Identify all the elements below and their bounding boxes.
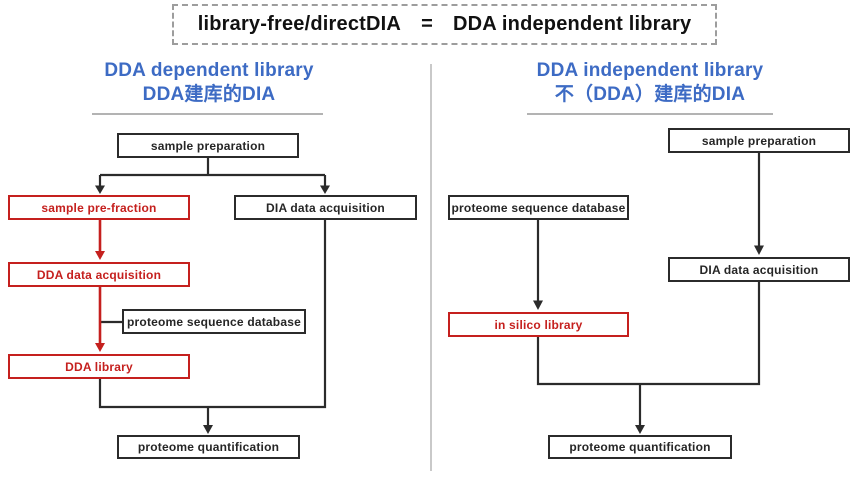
banner-right-term: DDA independent library (452, 13, 692, 35)
red-arrowheads (95, 251, 105, 352)
left-heading-zh: DDA建库的DIA (142, 84, 276, 105)
black-arrowheads (95, 185, 764, 434)
right-chart-black-lines (536, 152, 761, 426)
node-dia-data-acquisition-right: DIA data acquisition (668, 257, 850, 282)
right-heading-en: DDA independent library (536, 60, 764, 81)
node-proteome-sequence-database-right: proteome sequence database (448, 195, 629, 220)
left-heading-underline (92, 113, 323, 115)
node-sample-pre-fraction: sample pre-fraction (8, 195, 190, 220)
banner-equals-sign: = (421, 13, 433, 35)
equivalence-banner: library-free/directDIA = DDA independent… (172, 4, 717, 45)
banner-left-term: library-free/directDIA (197, 13, 402, 35)
node-proteome-quantification-left: proteome quantification (117, 435, 300, 459)
left-heading-en: DDA dependent library (104, 60, 314, 81)
node-dda-library: DDA library (8, 354, 190, 379)
node-sample-preparation-right: sample preparation (668, 128, 850, 153)
node-in-silico-library: in silico library (448, 312, 629, 337)
node-proteome-sequence-database-left: proteome sequence database (122, 309, 306, 334)
right-heading-underline (527, 113, 773, 115)
panel-divider (430, 64, 432, 471)
right-heading-zh: 不（DDA）建库的DIA (554, 84, 746, 105)
left-panel-heading: DDA dependent library DDA建库的DIA (38, 59, 380, 107)
node-dda-data-acquisition: DDA data acquisition (8, 262, 190, 287)
left-chart-black-lines (98, 157, 327, 426)
node-proteome-quantification-right: proteome quantification (548, 435, 732, 459)
node-dia-data-acquisition-left: DIA data acquisition (234, 195, 417, 220)
node-sample-preparation-left: sample preparation (117, 133, 299, 158)
right-panel-heading: DDA independent library 不（DDA）建库的DIA (478, 59, 822, 107)
